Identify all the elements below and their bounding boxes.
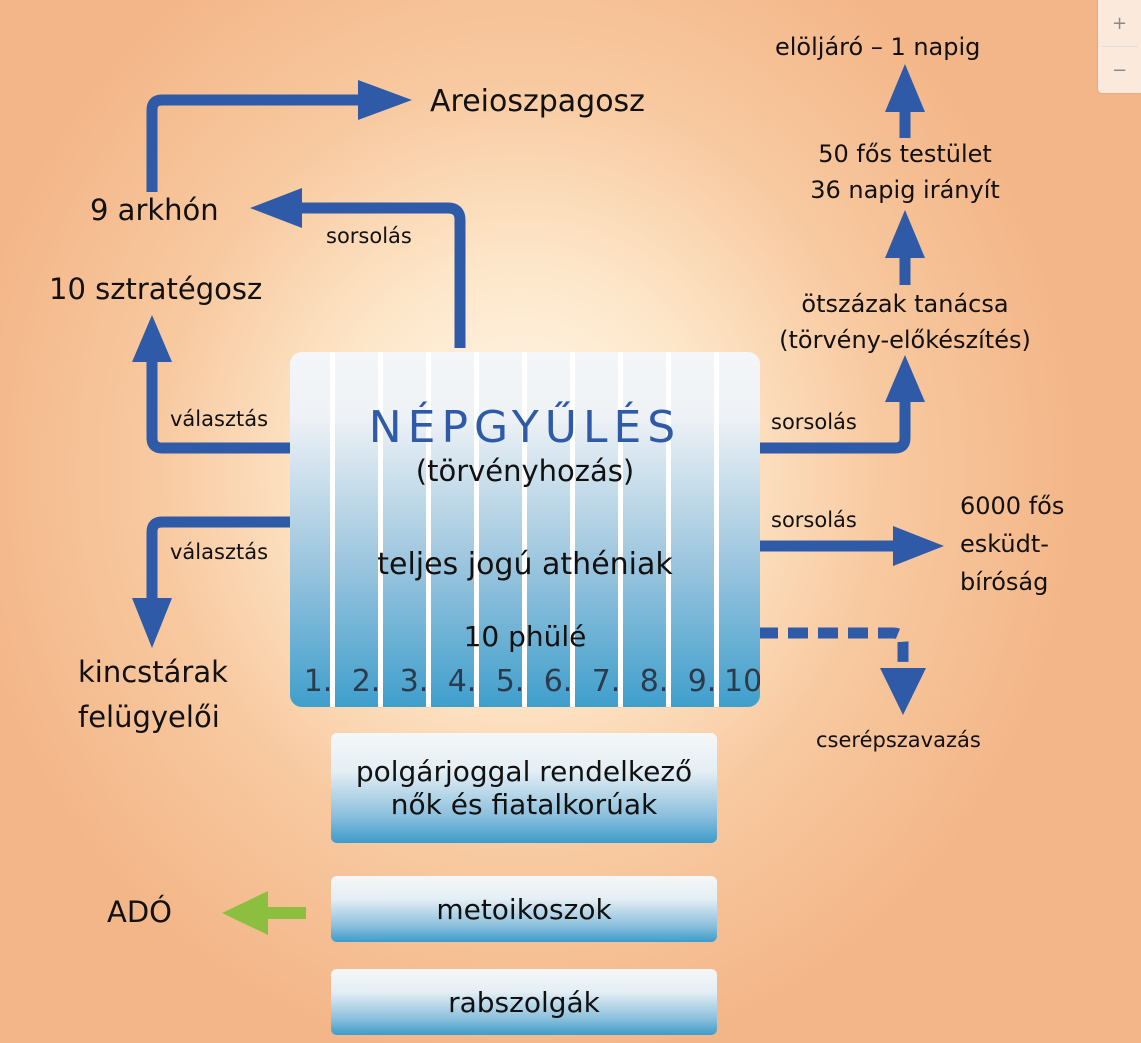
layer-women-youth: polgárjoggal rendelkező nők és fiatalkor…: [331, 733, 717, 843]
assembly-subtitle: (törvényhozás): [415, 454, 635, 488]
phyle-number: 9.: [687, 664, 717, 699]
phyle-number: 1.: [303, 664, 333, 699]
zoom-divider: [1102, 46, 1137, 47]
lottery-jury-label: sorsolás: [771, 508, 857, 532]
arrow-assembly-to-council: [758, 400, 911, 454]
zoom-in-button[interactable]: +: [1111, 12, 1128, 34]
arrowhead-areopagus: [358, 80, 412, 120]
arrowhead-tax: [222, 891, 268, 935]
phyle-number: 6.: [543, 664, 573, 699]
phyle-divider: [330, 352, 335, 707]
arrowhead-strategoi: [132, 315, 172, 362]
phyle-number: 2.: [351, 664, 381, 699]
tax-label: ADÓ: [107, 895, 172, 929]
arrow-assembly-to-archons: [300, 202, 466, 348]
lottery-archons-label: sorsolás: [326, 224, 412, 248]
body-label-line1: 50 fős testület: [818, 140, 992, 168]
assembly-title: NÉPGYŰLÉS: [368, 402, 682, 453]
layer-slaves-label: rabszolgák: [448, 986, 600, 1019]
phyle-divider: [378, 352, 383, 707]
arrow-archons-to-areopagus: [146, 94, 360, 192]
phyle-divider: [522, 352, 527, 707]
assembly-citizens: teljes jogú athéniak: [377, 547, 673, 582]
jury-label-line1: 6000 fős: [960, 492, 1065, 520]
arrowhead-ostracism: [880, 668, 926, 715]
council-label-line1: ötszázak tanácsa: [801, 290, 1009, 318]
phyle-divider: [618, 352, 623, 707]
arrow-assembly-to-treasury: [146, 516, 290, 600]
phyle-number: 5.: [495, 664, 525, 699]
phyle-divider: [474, 352, 479, 707]
phyle-number: 8.: [639, 664, 669, 699]
council-label-line2: (törvény-előkészítés): [779, 326, 1031, 354]
arrowhead-jury: [893, 526, 944, 566]
arrowhead-treasury: [132, 598, 172, 648]
phyle-divider: [714, 352, 719, 707]
phyle-number: 3.: [399, 664, 429, 699]
jury-label-line2: esküdt-: [960, 530, 1049, 558]
assembly-box: NÉPGYŰLÉS (törvényhozás) teljes jogú ath…: [290, 352, 760, 707]
phyle-number: 7.: [591, 664, 621, 699]
arrowhead-council: [885, 355, 925, 402]
presiding-label: elöljáró – 1 napig: [775, 33, 981, 61]
layer-women-line1: polgárjoggal rendelkező: [355, 755, 693, 788]
jury-label-line3: bíróság: [960, 568, 1049, 596]
archons-label: 9 arkhón: [90, 193, 219, 227]
election-treasury-label: választás: [170, 540, 269, 564]
election-strategoi-label: választás: [170, 407, 269, 431]
layer-metics: metoikoszok: [331, 876, 717, 942]
arrowhead-archons: [250, 188, 302, 228]
areopagus-label: Areioszpagosz: [430, 84, 645, 119]
zoom-control: + −: [1098, 0, 1141, 93]
assembly-phyle-label: 10 phülé: [463, 620, 587, 653]
lottery-council-label: sorsolás: [771, 410, 857, 434]
body-label-line2: 36 napig irányít: [810, 176, 1000, 204]
arrow-assembly-to-ostracism: [758, 627, 909, 668]
layer-women-line2: nők és fiatalkorúak: [390, 788, 658, 821]
phyle-divider: [570, 352, 575, 707]
layer-metics-label: metoikoszok: [436, 893, 612, 926]
phyle-number: 10.: [724, 664, 760, 699]
treasury-label-line1: kincstárak: [78, 655, 228, 689]
layer-slaves: rabszolgák: [331, 969, 717, 1035]
phyle-number: 4.: [447, 664, 477, 699]
strategoi-label: 10 sztratégosz: [49, 272, 263, 306]
arrowhead-presiding: [885, 64, 925, 112]
arrow-assembly-to-strategoi: [146, 360, 290, 454]
treasury-label-line2: felügyelői: [78, 700, 220, 734]
zoom-out-button[interactable]: −: [1111, 59, 1128, 81]
ostracism-label: cserépszavazás: [816, 728, 981, 752]
phyle-divider: [426, 352, 431, 707]
phyle-divider: [666, 352, 671, 707]
arrowhead-body: [885, 210, 925, 258]
